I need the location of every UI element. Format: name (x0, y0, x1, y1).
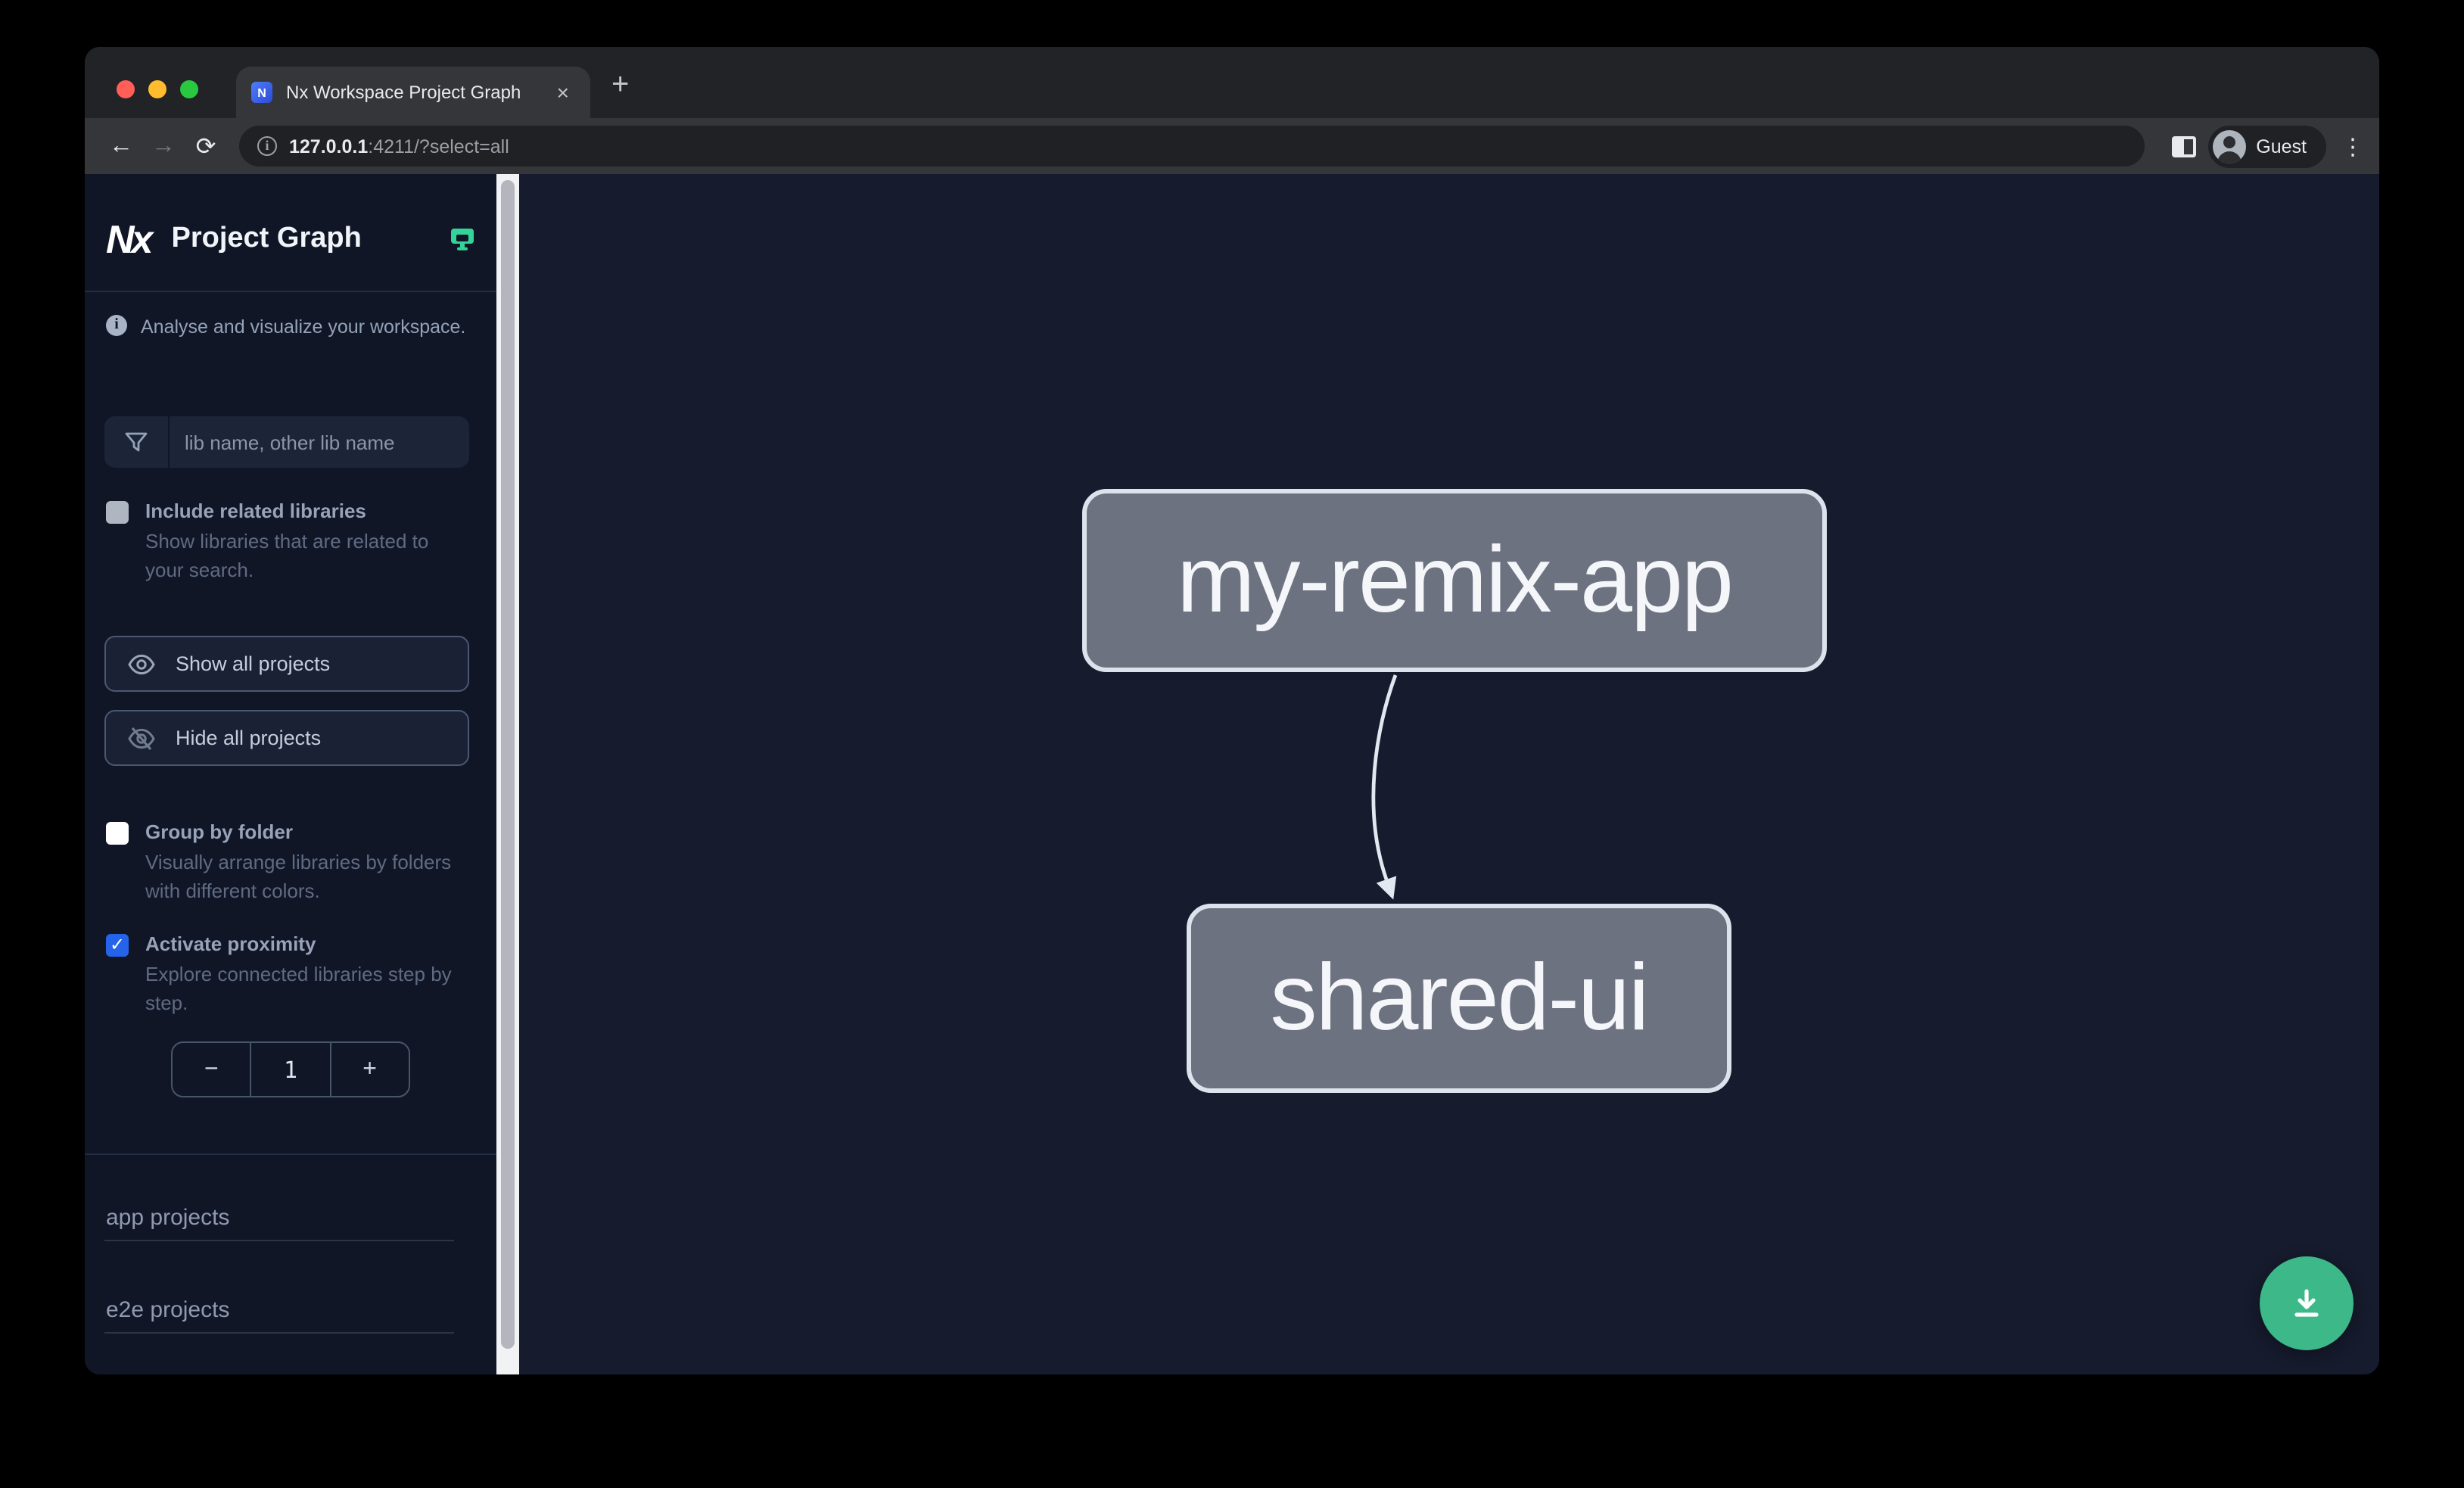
address-bar[interactable]: i 127.0.0.1:4211/?select=all (239, 126, 2145, 167)
workspace-tagline-row: i Analyse and visualize your workspace. (106, 315, 481, 339)
sections-divider (85, 1153, 496, 1155)
hide-all-projects-button[interactable]: Hide all projects (104, 710, 469, 766)
side-panel-icon[interactable] (2171, 135, 2196, 157)
graph-canvas[interactable]: my-remix-app shared-ui (519, 174, 2379, 1374)
nx-favicon-icon: N (251, 82, 272, 103)
download-icon (2294, 1289, 2319, 1317)
avatar-icon (2212, 129, 2246, 163)
download-image-button[interactable] (2260, 1256, 2354, 1350)
activate-proximity-checkbox[interactable]: ✓ (106, 934, 129, 957)
sidebar: Nx Project Graph i Analyse and visualize… (85, 174, 496, 1374)
activate-proximity-label: Activate proximity (145, 932, 316, 955)
eye-icon (128, 653, 155, 674)
info-icon: i (106, 315, 127, 336)
url-rest: :4211/?select=all (368, 135, 509, 157)
close-window-button[interactable] (117, 80, 135, 98)
url-host: 127.0.0.1 (289, 135, 369, 157)
section-rule (104, 1240, 454, 1241)
graph-node-my-remix-app[interactable]: my-remix-app (1082, 489, 1827, 672)
tab-title: Nx Workspace Project Graph (286, 82, 521, 103)
edge-my-remix-app-to-shared-ui (1371, 674, 1398, 900)
proximity-depth-value: 1 (250, 1043, 330, 1096)
back-icon[interactable]: ← (109, 132, 133, 158)
group-by-folder-label: Group by folder (145, 820, 293, 843)
profile-button[interactable]: Guest (2207, 125, 2326, 167)
minimize-window-button[interactable] (148, 80, 166, 98)
graph-node-shared-ui[interactable]: shared-ui (1187, 904, 1731, 1093)
reload-icon[interactable]: ⟳ (195, 134, 216, 160)
nx-logo: Nx (106, 216, 154, 262)
zoom-window-button[interactable] (180, 80, 198, 98)
sidebar-header: Nx Project Graph (106, 207, 475, 271)
section-rule (104, 1332, 454, 1334)
browser-tab-strip: N Nx Workspace Project Graph × + (85, 47, 2379, 118)
filter-icon (104, 416, 170, 468)
show-all-projects-label: Show all projects (176, 652, 331, 675)
sidebar-scrollbar[interactable] (496, 174, 519, 1374)
include-related-label: Include related libraries (145, 500, 366, 522)
forward-icon[interactable]: → (151, 132, 176, 158)
proximity-depth-stepper: − 1 + (171, 1041, 410, 1097)
new-tab-button[interactable]: + (611, 68, 630, 101)
eye-off-icon (128, 726, 155, 750)
include-related-description: Show libraries that are related to your … (145, 530, 429, 581)
traffic-lights (117, 80, 198, 98)
browser-tab[interactable]: N Nx Workspace Project Graph × (236, 67, 590, 118)
include-related-checkbox[interactable] (106, 501, 129, 524)
search-box (104, 416, 469, 468)
activate-proximity-description: Explore connected libraries step by step… (145, 963, 452, 1014)
search-input[interactable] (170, 431, 469, 453)
section-e2e-projects[interactable]: e2e projects (106, 1297, 230, 1323)
show-all-projects-button[interactable]: Show all projects (104, 636, 469, 692)
hide-all-projects-label: Hide all projects (176, 727, 322, 749)
site-info-icon[interactable]: i (257, 136, 277, 156)
monitor-icon[interactable] (450, 227, 475, 251)
header-divider (85, 291, 496, 292)
group-by-folder-checkbox[interactable] (106, 822, 129, 845)
profile-label: Guest (2256, 135, 2307, 157)
browser-window: N Nx Workspace Project Graph × + ← → ⟳ i… (85, 47, 2379, 1374)
increment-button[interactable]: + (329, 1043, 409, 1096)
section-app-projects[interactable]: app projects (106, 1205, 230, 1231)
group-by-folder-description: Visually arrange libraries by folders wi… (145, 851, 452, 902)
scrollbar-thumb[interactable] (501, 180, 515, 1349)
browser-menu-icon[interactable]: ⋮ (2341, 134, 2364, 160)
workspace-tagline: Analyse and visualize your workspace. (141, 316, 466, 338)
page-title: Project Graph (171, 223, 362, 254)
close-tab-icon[interactable]: × (556, 80, 569, 104)
decrement-button[interactable]: − (204, 1056, 219, 1082)
url-text: 127.0.0.1:4211/?select=all (289, 135, 509, 157)
content-area: Nx Project Graph i Analyse and visualize… (85, 174, 2379, 1374)
browser-toolbar: ← → ⟳ i 127.0.0.1:4211/?select=all Guest… (85, 118, 2379, 174)
